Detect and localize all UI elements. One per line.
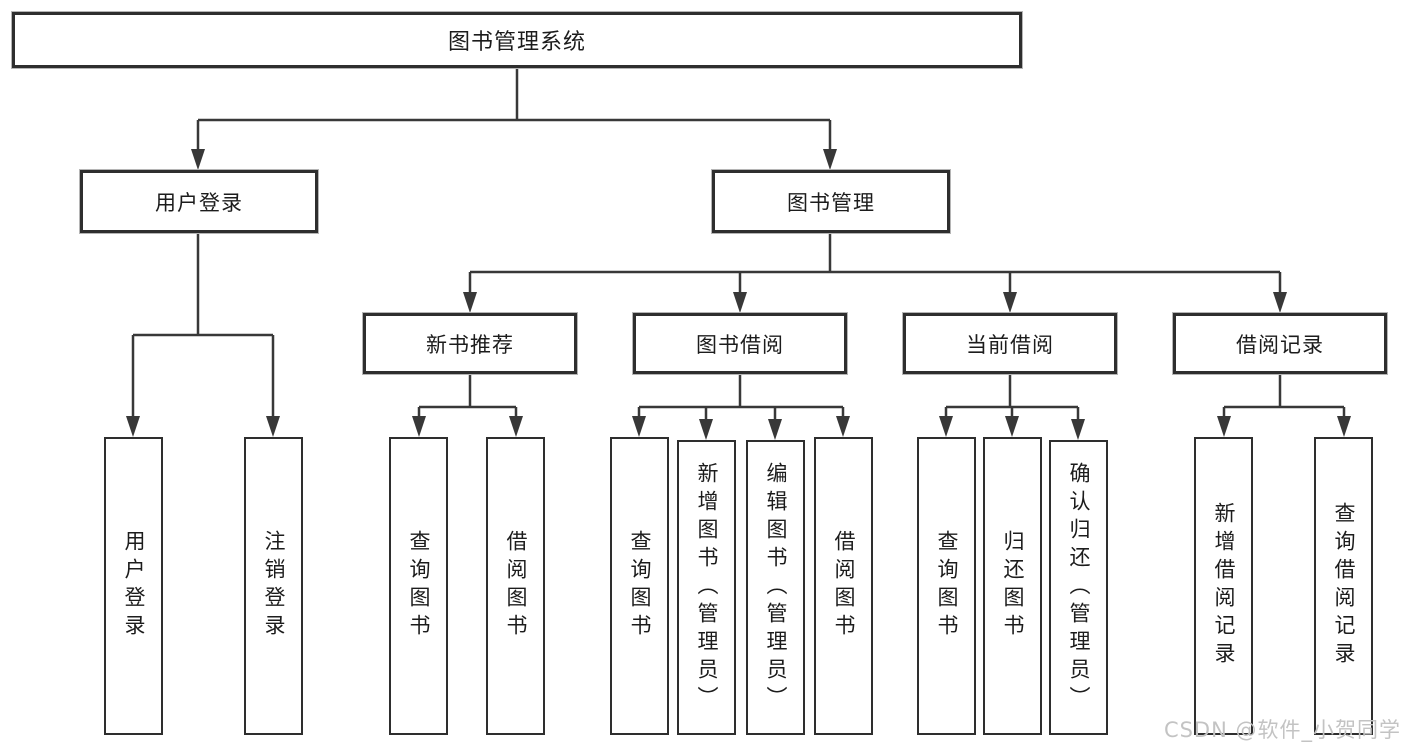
node-leaf-logout: 注销登录 (244, 437, 303, 735)
node-current-borrowing: 当前借阅 (902, 312, 1118, 375)
node-book-borrowing-label: 图书借阅 (696, 332, 784, 357)
node-leaf-return-books: 归还图书 (983, 437, 1042, 735)
node-leaf-query-books-current: 查询图书 (917, 437, 976, 735)
node-leaf-query-books-recommend: 查询图书 (389, 437, 448, 735)
node-new-book-recommend: 新书推荐 (362, 312, 578, 375)
node-leaf-borrow-books-recommend: 借阅图书 (486, 437, 545, 735)
node-user-login-label: 用户登录 (155, 190, 243, 215)
node-leaf-query-books-recommend-label: 查询图书 (407, 530, 431, 642)
node-leaf-user-login: 用户登录 (104, 437, 163, 735)
node-borrowing-records: 借阅记录 (1172, 312, 1388, 375)
node-book-management-label: 图书管理 (787, 190, 875, 215)
node-book-borrowing: 图书借阅 (632, 312, 848, 375)
node-leaf-borrow-books-borrowing-label: 借阅图书 (832, 530, 856, 642)
node-leaf-query-books-borrowing-label: 查询图书 (628, 530, 652, 642)
node-leaf-edit-books-admin-label: 编辑图书（管理员） (764, 461, 788, 714)
node-leaf-user-login-label: 用户登录 (122, 530, 146, 642)
node-leaf-edit-books-admin: 编辑图书（管理员） (746, 440, 805, 735)
node-borrowing-records-label: 借阅记录 (1236, 332, 1324, 357)
node-leaf-return-books-label: 归还图书 (1001, 530, 1025, 642)
node-leaf-query-books-current-label: 查询图书 (935, 530, 959, 642)
node-leaf-borrow-books-recommend-label: 借阅图书 (504, 530, 528, 642)
watermark: CSDN @软件_小贺同学 (1163, 718, 1401, 742)
node-leaf-add-borrow-record-label: 新增借阅记录 (1212, 502, 1236, 670)
node-root-label: 图书管理系统 (447, 30, 586, 55)
node-leaf-query-books-borrowing: 查询图书 (610, 437, 669, 735)
node-leaf-confirm-return-admin-label: 确认归还（管理员） (1067, 461, 1091, 714)
node-leaf-logout-label: 注销登录 (262, 530, 286, 642)
node-leaf-confirm-return-admin: 确认归还（管理员） (1049, 440, 1108, 735)
node-current-borrowing-label: 当前借阅 (966, 332, 1054, 357)
node-user-login: 用户登录 (79, 169, 319, 234)
node-leaf-add-borrow-record: 新增借阅记录 (1194, 437, 1253, 735)
node-root: 图书管理系统 (11, 11, 1023, 69)
node-new-book-recommend-label: 新书推荐 (426, 332, 514, 357)
node-book-management: 图书管理 (711, 169, 951, 234)
node-leaf-add-books-admin: 新增图书（管理员） (677, 440, 736, 735)
node-leaf-query-borrow-record: 查询借阅记录 (1314, 437, 1373, 735)
node-leaf-borrow-books-borrowing: 借阅图书 (814, 437, 873, 735)
node-leaf-add-books-admin-label: 新增图书（管理员） (695, 461, 719, 714)
node-leaf-query-borrow-record-label: 查询借阅记录 (1332, 502, 1356, 670)
